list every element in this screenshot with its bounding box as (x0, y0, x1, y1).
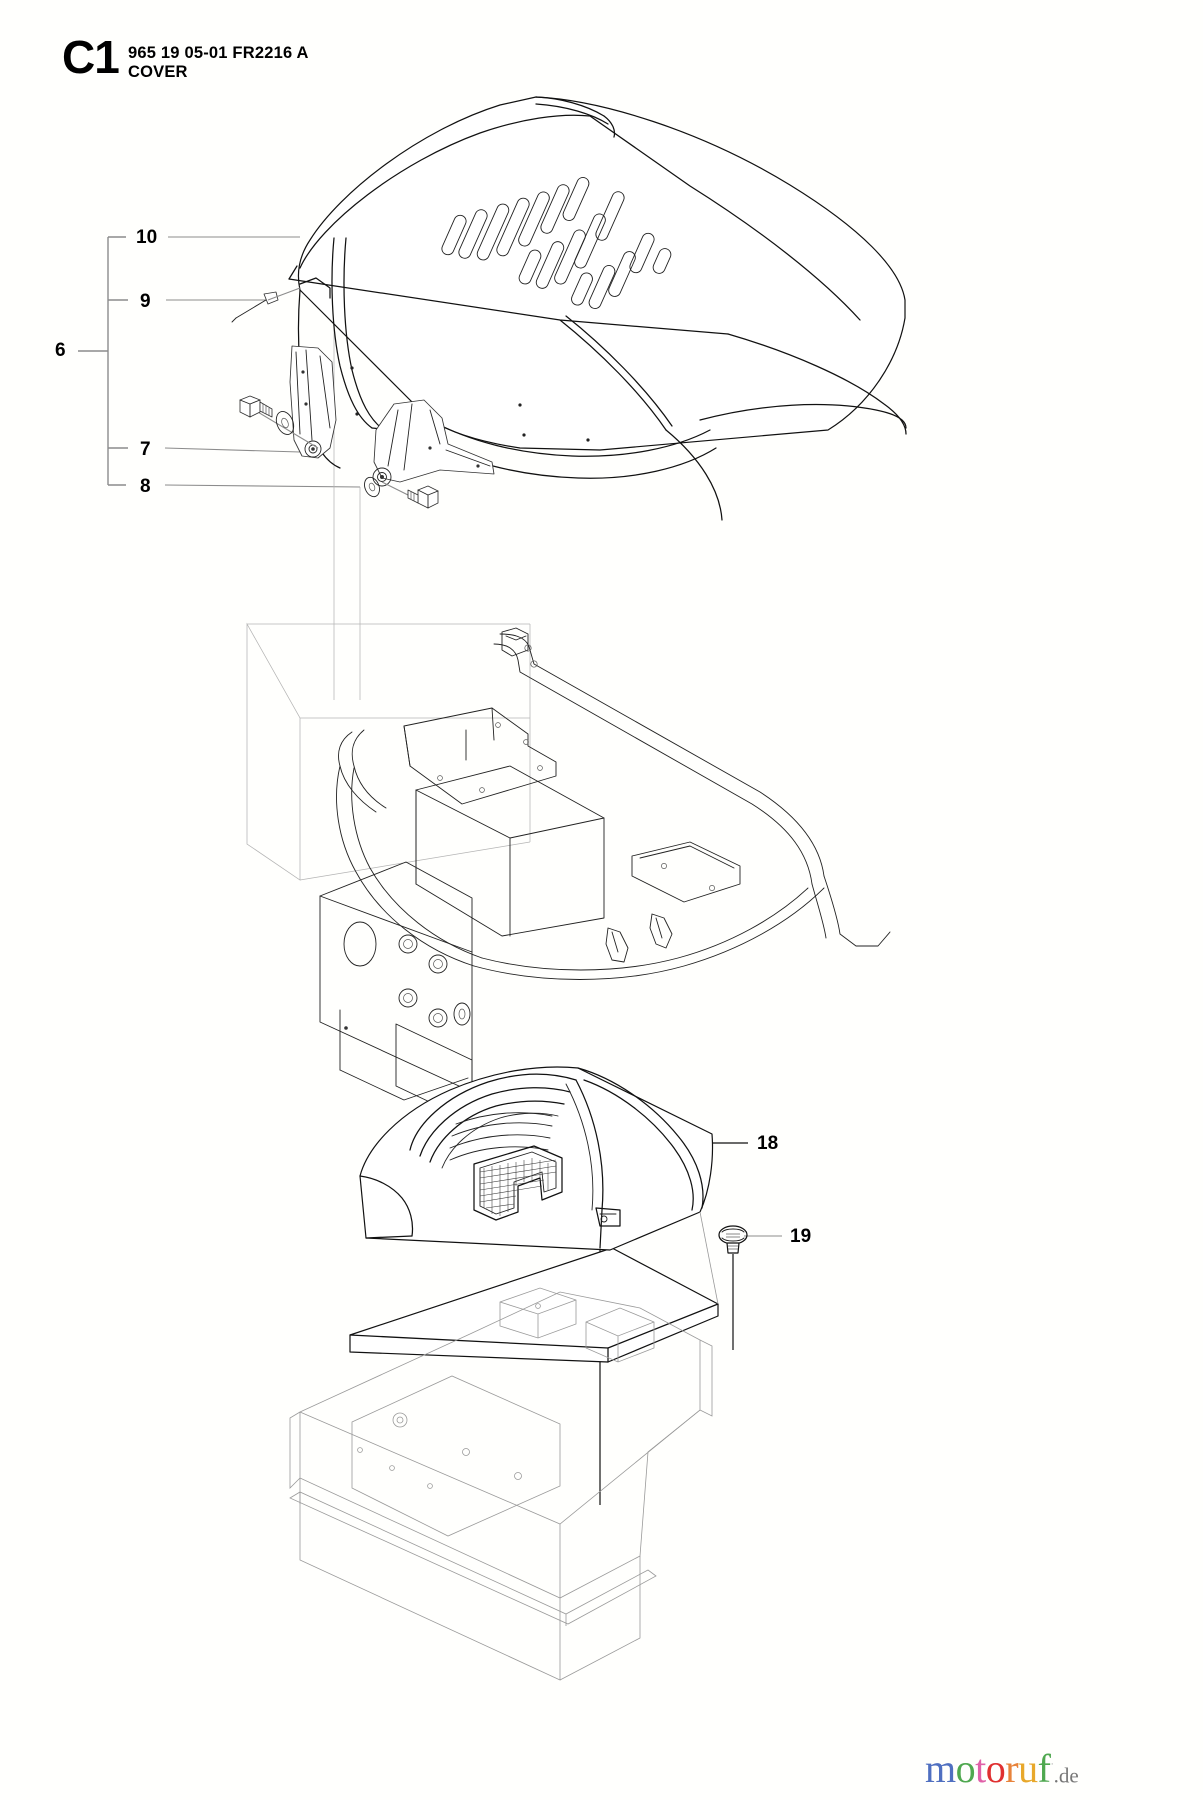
watermark-letter-5: u (1018, 1746, 1038, 1792)
watermark-letter-1: o (955, 1746, 976, 1792)
diagram-header: C1 965 19 05-01 FR2216 A COVER (0, 0, 1203, 100)
watermark-letter-0: m (925, 1746, 956, 1792)
grille-mesh (473, 1145, 563, 1221)
base-frame-holes (357, 1412, 522, 1489)
callout-label-10: 10 (136, 227, 158, 248)
air-filter-cover-part (349, 1066, 719, 1363)
hood-fastener-dots (350, 366, 590, 442)
plate-holes (398, 934, 471, 1028)
callout-label-8: 8 (140, 476, 151, 497)
right-bracket-bolt (364, 476, 439, 509)
watermark-letter-6: f (1037, 1746, 1051, 1792)
callout-label-9: 9 (140, 291, 151, 312)
base-frame-reference (289, 1287, 713, 1681)
right-hinge-bracket-part (372, 399, 495, 487)
header-text-block: 965 19 05-01 FR2216 A COVER (128, 44, 309, 82)
leader-lines (164, 236, 782, 1237)
watermark-letter-2: t (975, 1746, 986, 1792)
watermark-letter-3: o (985, 1746, 1006, 1792)
assembly-name: COVER (128, 63, 188, 81)
callout-label-18: 18 (757, 1133, 779, 1154)
hood-vent-slots (441, 177, 672, 309)
left-bracket-bolt (239, 395, 319, 449)
hood-pin-part (231, 287, 301, 323)
callout-bracket-6 (78, 236, 128, 486)
callout-label-6: 6 (55, 340, 66, 361)
cover-screw-part (718, 1225, 748, 1350)
watermark-dot: · (1050, 1759, 1054, 1771)
callout-label-19: 19 (790, 1226, 812, 1247)
watermark-suffix: .de (1053, 1763, 1079, 1788)
chassis-reference-assembly (246, 622, 891, 1123)
callout-label-7: 7 (140, 439, 151, 460)
left-hinge-bracket-part (289, 345, 337, 459)
part-number: 965 19 05-01 FR2216 A (128, 44, 309, 62)
section-code: C1 (62, 31, 120, 83)
watermark-letters: motoruf· (925, 1746, 1054, 1791)
motoruf-watermark: motoruf·.de (925, 1745, 1079, 1795)
watermark-letter-4: r (1005, 1746, 1019, 1792)
